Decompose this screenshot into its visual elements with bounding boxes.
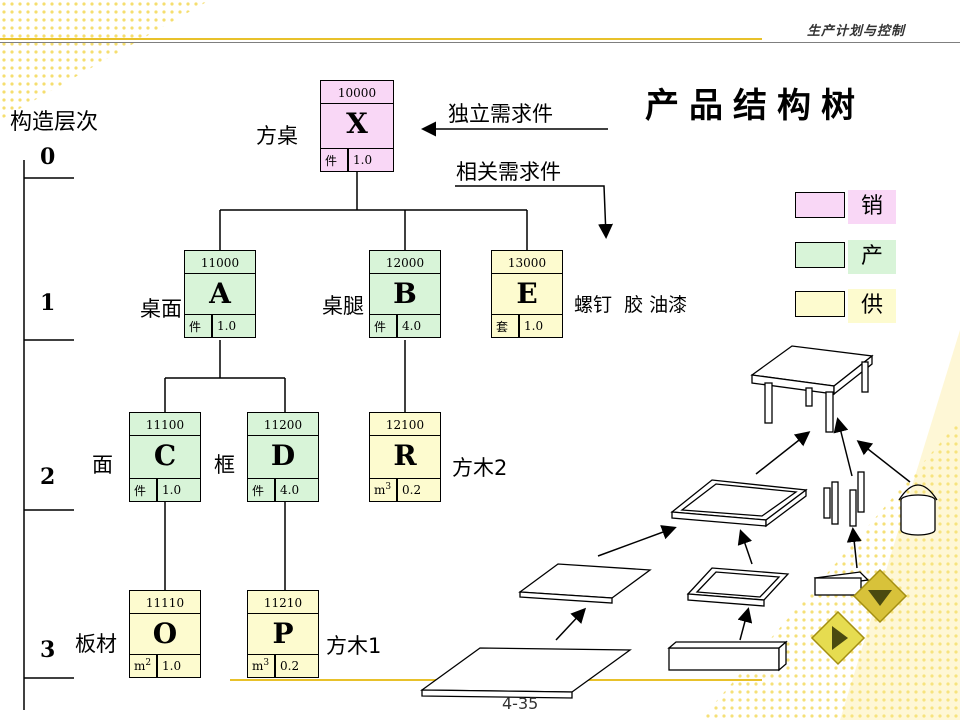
node-r: 12100 R m3 0.2 <box>369 412 441 502</box>
node-r-code: 12100 <box>370 413 440 436</box>
page-number: 4-35 <box>502 694 539 713</box>
triangle-down-icon <box>868 590 892 606</box>
node-c-letter: C <box>153 439 177 472</box>
node-b: 12000 B 件 4.0 <box>369 250 441 338</box>
page-title: 产品结构树 <box>645 86 865 126</box>
node-a-unit: 件 <box>189 320 202 334</box>
legend-swatch-sell <box>795 192 845 218</box>
node-p-qty: 0.2 <box>280 659 300 673</box>
node-p-name: 方木1 <box>326 634 382 658</box>
node-o: 11110 O m2 1.0 <box>129 590 201 678</box>
legend-swatch-buy <box>795 291 845 317</box>
node-e-qty: 1.0 <box>524 319 544 333</box>
node-b-qty: 4.0 <box>402 319 422 333</box>
node-b-unit: 件 <box>374 320 387 334</box>
node-c: 11100 C 件 1.0 <box>129 412 201 502</box>
node-b-letter: B <box>393 277 417 310</box>
node-e-name: 螺钉 胶 油漆 <box>574 294 688 316</box>
prev-slide-button[interactable] <box>852 568 908 624</box>
node-a-code: 11000 <box>185 251 255 274</box>
node-c-qty: 1.0 <box>162 483 182 497</box>
annotation-dependent-demand: 相关需求件 <box>456 160 561 184</box>
level-3: 3 <box>40 637 56 663</box>
node-a-qty: 1.0 <box>217 319 237 333</box>
node-o-letter: O <box>152 617 178 650</box>
node-c-unit: 件 <box>134 484 147 498</box>
node-e-unit: 套 <box>496 320 509 334</box>
node-x-qty: 1.0 <box>353 153 373 167</box>
legend-swatch-make <box>795 242 845 268</box>
node-x: 10000 X 件 1.0 <box>320 80 394 172</box>
node-d-qty: 4.0 <box>280 483 300 497</box>
node-x-letter: X <box>346 107 368 140</box>
node-p-unit: m3 <box>252 658 270 673</box>
node-o-qty: 1.0 <box>162 659 182 673</box>
node-r-name: 方木2 <box>452 456 508 480</box>
node-d: 11200 D 件 4.0 <box>247 412 319 502</box>
node-o-name: 板材 <box>75 632 117 656</box>
level-1: 1 <box>40 290 56 316</box>
node-b-name: 桌腿 <box>322 294 364 318</box>
node-x-name: 方桌 <box>256 124 298 148</box>
node-o-code: 11110 <box>130 591 200 614</box>
node-x-code: 10000 <box>321 81 393 104</box>
node-r-unit: m3 <box>374 482 392 497</box>
node-d-unit: 件 <box>252 484 265 498</box>
annotation-independent-demand: 独立需求件 <box>448 102 553 126</box>
node-o-unit: m2 <box>134 658 152 673</box>
course-header: 生产计划与控制 <box>806 24 905 39</box>
node-p-code: 11210 <box>248 591 318 614</box>
node-a-letter: A <box>209 277 231 310</box>
level-axis-title: 构造层次 <box>10 110 99 135</box>
node-b-code: 12000 <box>370 251 440 274</box>
node-p: 11210 P m3 0.2 <box>247 590 319 678</box>
node-e: 13000 E 套 1.0 <box>491 250 563 338</box>
node-d-letter: D <box>270 439 296 472</box>
node-r-qty: 0.2 <box>402 483 422 497</box>
legend-label-make: 产 <box>848 240 896 274</box>
legend-label-sell: 销 <box>848 190 896 224</box>
node-a: 11000 A 件 1.0 <box>184 250 256 338</box>
legend-label-buy: 供 <box>848 289 896 323</box>
header-divider <box>0 42 960 43</box>
node-r-letter: R <box>393 439 417 472</box>
node-a-name: 桌面 <box>140 297 182 321</box>
node-e-code: 13000 <box>492 251 562 274</box>
node-e-letter: E <box>516 277 538 310</box>
header-rule <box>0 38 762 40</box>
node-d-code: 11200 <box>248 413 318 436</box>
node-p-letter: P <box>272 617 294 650</box>
next-slide-button[interactable] <box>810 610 866 666</box>
triangle-right-icon <box>832 626 848 650</box>
node-d-name: 框 <box>214 453 235 477</box>
node-c-name: 面 <box>92 453 113 477</box>
node-x-unit: 件 <box>325 154 338 168</box>
node-c-code: 11100 <box>130 413 200 436</box>
level-2: 2 <box>40 464 56 490</box>
level-0: 0 <box>40 144 56 170</box>
